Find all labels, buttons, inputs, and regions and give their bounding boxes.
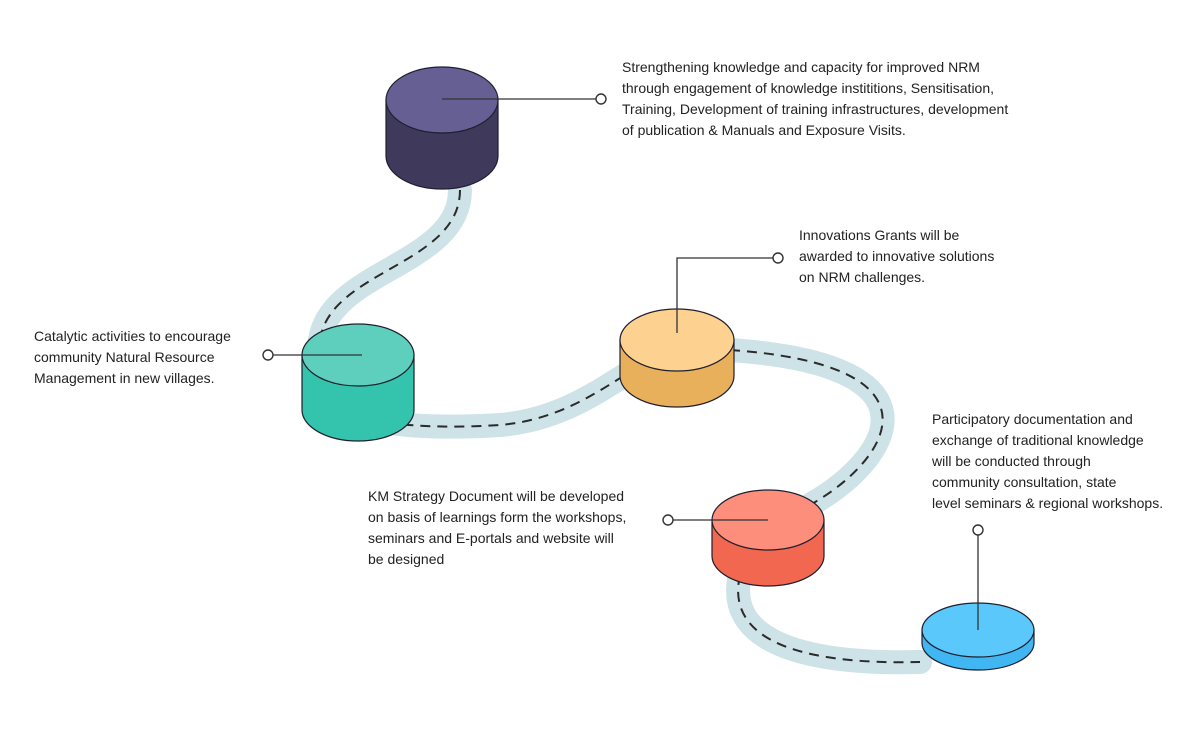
step-1-line-2: through engagement of knowledge institit… [622, 80, 995, 96]
step-4-line-5: level seminars & regional workshops. [932, 495, 1164, 511]
connector-step-4 [972, 524, 984, 630]
road-centerline [319, 189, 921, 664]
step-4-line-2: exchange of traditional knowledge [932, 432, 1144, 448]
cylinder-step-5 [711, 489, 825, 587]
cylinder-step-1 [385, 66, 499, 190]
step-3-line-3: Management in new villages. [34, 370, 215, 386]
step-1-line-3: Training, Development of training infras… [622, 101, 1009, 117]
step-3-line-2: community Natural Resource [34, 349, 215, 365]
step-1-line-4: of publication & Manuals and Exposure Vi… [622, 122, 906, 138]
step-4-line-4: community consultation, state [932, 474, 1117, 490]
step-2-line-1: Innovations Grants will be [799, 227, 960, 243]
connector-step-3 [262, 349, 362, 361]
connector-step-5 [662, 514, 768, 526]
step-3-line-1: Catalytic activities to encourage [34, 328, 231, 344]
step-2-description: Innovations Grants will be awarded to in… [799, 225, 994, 288]
step-4-description: Participatory documentation and exchange… [932, 409, 1163, 514]
cylinder-step-3 [301, 323, 415, 442]
step-1-description: Strengthening knowledge and capacity for… [622, 57, 1008, 141]
step-4-line-1: Participatory documentation and [932, 411, 1133, 427]
step-5-line-4: be designed [368, 551, 445, 567]
cylinder-step-2 [619, 308, 735, 408]
step-5-line-3: seminars and E-portals and website will [368, 530, 614, 546]
connector-step-1 [442, 93, 607, 105]
step-2-line-3: on NRM challenges. [799, 269, 926, 285]
step-5-line-1: KM Strategy Document will be developed [368, 488, 625, 504]
step-4-line-3: will be conducted through [932, 453, 1091, 469]
step-5-description: KM Strategy Document will be developed o… [368, 486, 626, 570]
step-2-line-2: awarded to innovative solutions [799, 248, 995, 264]
connector-step-2 [676, 252, 784, 333]
step-5-line-2: on basis of learnings form the workshops… [368, 509, 627, 525]
step-3-description: Catalytic activities to encourage commun… [34, 326, 231, 389]
step-1-line-1: Strengthening knowledge and capacity for… [622, 59, 980, 75]
